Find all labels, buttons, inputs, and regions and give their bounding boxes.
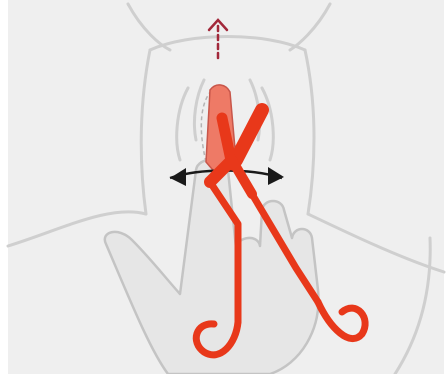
procedure-illustration	[0, 0, 447, 374]
illustration-canvas	[0, 0, 447, 374]
